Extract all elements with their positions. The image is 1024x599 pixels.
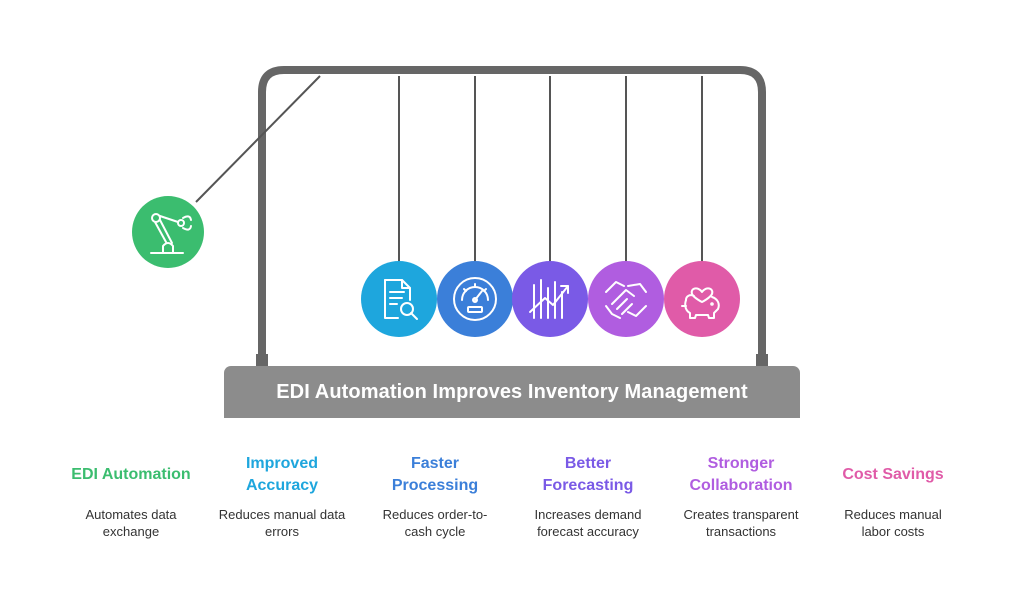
- diagram-title-bar: EDI Automation Improves Inventory Manage…: [224, 366, 800, 418]
- handshake-icon: [588, 261, 664, 337]
- robot-arm-icon: [132, 196, 204, 268]
- speedometer-icon: [437, 261, 513, 337]
- column-edi-automation: EDI Automation Automates data exchange: [53, 452, 209, 540]
- column-title: Faster Processing: [391, 455, 479, 494]
- column-description: Reduces manual labor costs: [844, 507, 942, 539]
- column-description: Reduces manual data errors: [218, 507, 346, 539]
- diagram-title: EDI Automation Improves Inventory Manage…: [276, 380, 748, 403]
- column-title: Improved Accuracy: [245, 455, 319, 494]
- column-cost-savings: Cost Savings Reduces manual labor costs: [815, 452, 971, 540]
- column-title: Cost Savings: [842, 466, 944, 483]
- column-description: Reduces order-to-cash cycle: [382, 507, 488, 539]
- frame-foot-right: [756, 354, 768, 366]
- cradle-frame: [258, 66, 766, 358]
- column-faster-processing: Faster Processing Reduces order-to-cash …: [357, 452, 513, 540]
- column-description: Automates data exchange: [85, 507, 177, 539]
- column-improved-accuracy: Improved Accuracy Reduces manual data er…: [204, 452, 360, 540]
- column-stronger-collaboration: Stronger Collaboration Creates transpare…: [663, 452, 819, 540]
- column-description: Creates transparent transactions: [683, 507, 799, 539]
- frame-foot-left: [256, 354, 268, 366]
- piggy-bank-icon: [664, 261, 740, 337]
- document-search-icon: [361, 261, 437, 337]
- column-description: Increases demand forecast accuracy: [534, 507, 642, 539]
- column-title: Better Forecasting: [542, 455, 634, 494]
- string-swinging: [195, 75, 321, 203]
- column-better-forecasting: Better Forecasting Increases demand fore…: [510, 452, 666, 540]
- column-title: EDI Automation: [71, 466, 191, 483]
- column-title: Stronger Collaboration: [689, 455, 793, 494]
- trend-chart-icon: [512, 261, 588, 337]
